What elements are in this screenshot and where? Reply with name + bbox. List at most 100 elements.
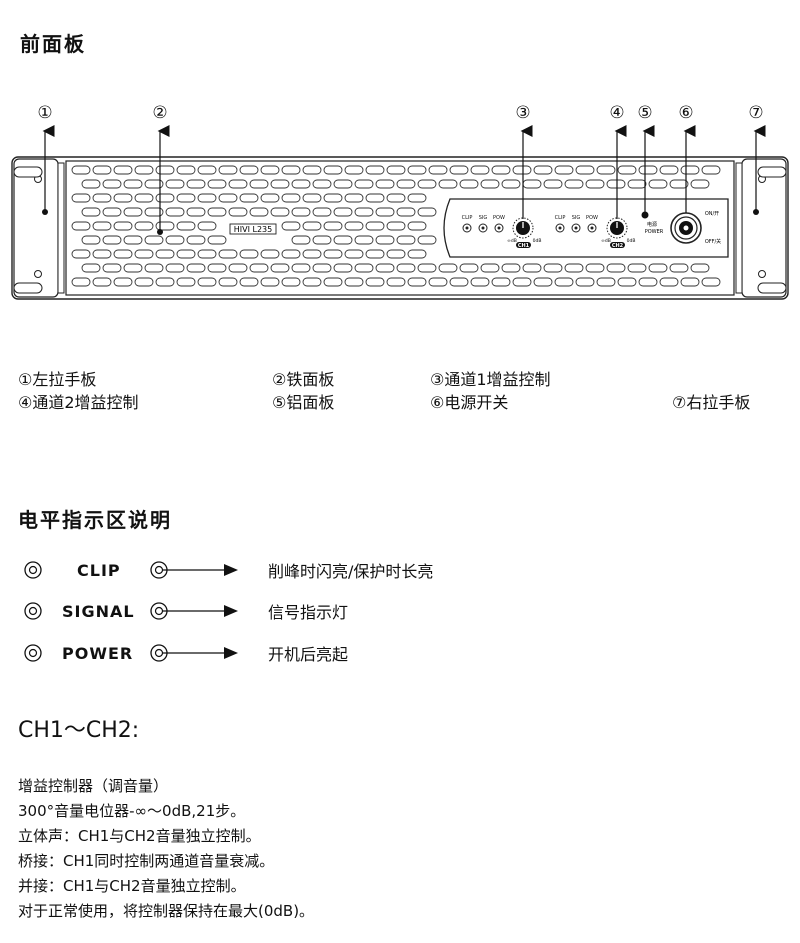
vent-slot	[585, 179, 605, 189]
front-panel-diagram: ① ② ③ ④ ⑤ ⑥ ⑦ HIVI L235 CLIP SIG POW CLI…	[11, 103, 789, 300]
callout-6: ⑥	[678, 103, 693, 123]
vent-slot	[102, 235, 122, 245]
ch2-knob-min: ∞dB	[601, 238, 611, 244]
indicator-label-clip: CLIP	[77, 560, 121, 580]
vent-slot	[113, 165, 133, 175]
vent-slot	[197, 277, 217, 287]
vent-slot	[228, 207, 248, 217]
vent-slot	[323, 249, 343, 259]
callout-3: ③	[515, 103, 530, 123]
vent-slot	[606, 179, 626, 189]
vent-slot	[144, 179, 164, 189]
right-screw-bottom	[758, 270, 766, 278]
vent-slot	[470, 277, 490, 287]
vent-slot	[155, 221, 175, 231]
vent-slot	[627, 179, 647, 189]
vent-slot	[323, 277, 343, 287]
vent-slot	[197, 249, 217, 259]
vent-slot	[270, 179, 290, 189]
vent-slot	[71, 193, 91, 203]
vent-slot	[575, 165, 595, 175]
vent-slot	[701, 165, 721, 175]
vent-slot	[501, 263, 521, 273]
vent-slot	[239, 249, 259, 259]
arrow-icon	[150, 602, 238, 620]
vent-slot	[155, 249, 175, 259]
vent-slot	[228, 179, 248, 189]
vent-slot	[92, 277, 112, 287]
model-label: HIVI L235	[234, 225, 272, 234]
vent-slot	[375, 263, 395, 273]
vent-slot	[207, 235, 227, 245]
legend-item-7: ⑦右拉手板	[672, 393, 751, 412]
vent-slot	[396, 179, 416, 189]
vent-slot	[596, 277, 616, 287]
vent-slot	[417, 207, 437, 217]
vent-slot	[302, 193, 322, 203]
vent-slot	[428, 277, 448, 287]
vent-slot	[648, 263, 668, 273]
vent-slot	[281, 277, 301, 287]
vent-slot	[312, 235, 332, 245]
vent-slot	[218, 193, 238, 203]
vent-slot	[134, 165, 154, 175]
vent-slot	[92, 221, 112, 231]
right-handle-edge	[735, 162, 743, 294]
vent-slot	[71, 165, 91, 175]
vent-slot	[480, 263, 500, 273]
vent-slot	[344, 277, 364, 287]
vent-slot	[134, 221, 154, 231]
vent-slot	[638, 165, 658, 175]
vent-slot	[449, 165, 469, 175]
vent-slot	[260, 193, 280, 203]
ch1-label: CH1	[518, 243, 530, 249]
vent-slot	[81, 263, 101, 273]
vent-slot	[165, 207, 185, 217]
vent-slot	[522, 263, 542, 273]
vent-slot	[260, 165, 280, 175]
vent-slot	[176, 193, 196, 203]
vent-slot	[228, 263, 248, 273]
legend-item-3: ③通道1增益控制	[430, 370, 551, 389]
vent-slot	[386, 193, 406, 203]
vent-slot	[354, 207, 374, 217]
vent-slot	[365, 221, 385, 231]
vent-slot	[260, 277, 280, 287]
vent-slot	[134, 193, 154, 203]
vent-slot	[165, 235, 185, 245]
vent-slot	[302, 165, 322, 175]
vent-slot	[81, 235, 101, 245]
vent-slot	[291, 207, 311, 217]
vent-slot	[375, 179, 395, 189]
power-label-cn: 电源	[647, 221, 657, 228]
vent-slot	[396, 207, 416, 217]
vent-slot	[323, 165, 343, 175]
vent-slot	[291, 263, 311, 273]
vent-slot	[459, 263, 479, 273]
vent-slot	[186, 207, 206, 217]
vent-slot	[543, 263, 563, 273]
vent-slot	[354, 263, 374, 273]
vent-slot	[197, 165, 217, 175]
vent-slot	[449, 277, 469, 287]
vent-slot	[218, 249, 238, 259]
on-label: ON/开	[705, 211, 719, 217]
vent-slot	[323, 193, 343, 203]
ch1-knob-min: ∞dB	[507, 238, 517, 244]
ch2-label: CH2	[612, 243, 624, 249]
indicator-desc-power: 开机后亮起	[268, 645, 349, 664]
vent-slot	[302, 221, 322, 231]
ch1-led-label-sig: SIG	[479, 215, 488, 221]
vent-slot	[407, 249, 427, 259]
vent-slot	[564, 263, 584, 273]
vent-slot	[344, 221, 364, 231]
vent-slot	[176, 165, 196, 175]
vent-slot	[333, 263, 353, 273]
vent-grid	[71, 165, 721, 287]
indicator-row-power: POWER 开机后亮起	[22, 640, 522, 666]
off-label: OFF/关	[705, 238, 721, 245]
vent-slot	[375, 207, 395, 217]
vent-slot	[323, 221, 343, 231]
indicator-row-clip: CLIP 削峰时闪亮/保护时长亮	[22, 557, 522, 583]
vent-slot	[176, 249, 196, 259]
